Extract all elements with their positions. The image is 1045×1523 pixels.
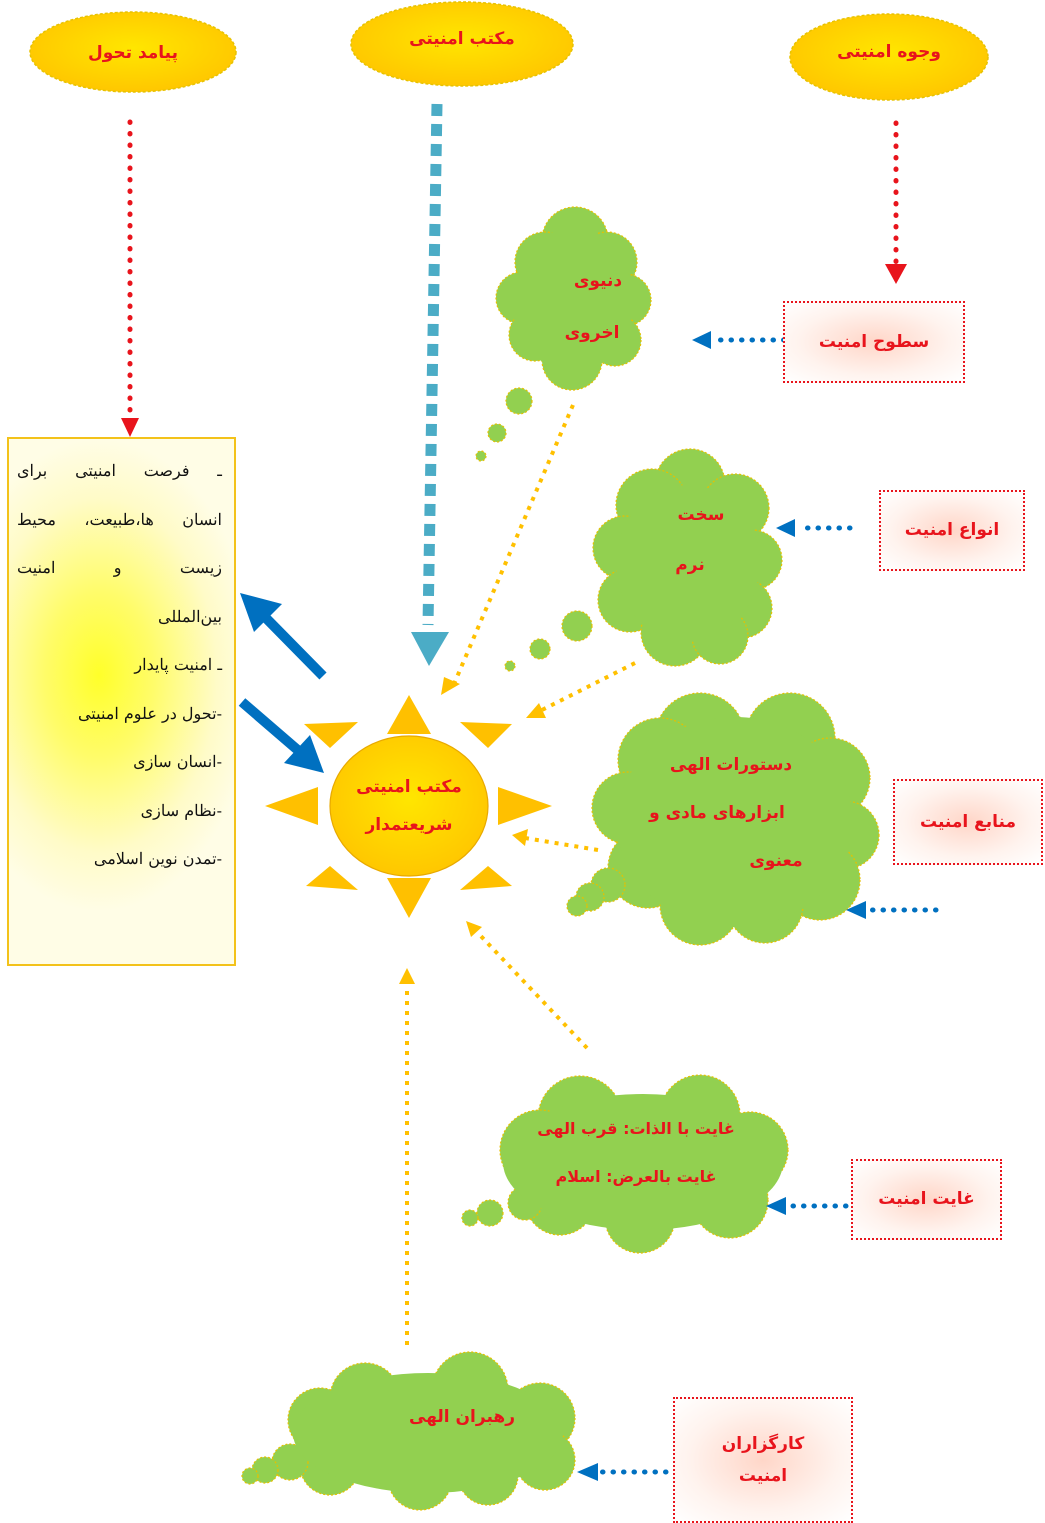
center-label-line2: شریعتمدار	[364, 815, 452, 835]
gold-arrowheads	[399, 677, 546, 984]
outcome-item-4: بین‌المللی	[158, 606, 222, 626]
connector-types	[539, 661, 636, 713]
box-security-levels-label: سطوح امنیت	[818, 331, 930, 352]
sun-center: مکتب امنیتی شریعتمدار	[265, 695, 552, 918]
gold-dotted-connectors	[405, 404, 636, 1345]
cloud-types-line1: سخت	[678, 505, 725, 525]
cloud-goal-line2: غایت بالعرض: اسلام	[555, 1167, 716, 1186]
cloud-goal: غایت با الذات: قرب الهی غایت بالعرض: اسل…	[461, 1074, 789, 1254]
outcome-item-7: -انسان سازی	[133, 752, 222, 771]
connector-levels	[452, 404, 575, 685]
outcome-item-8: -نظام سازی	[140, 800, 222, 820]
outcome-item-2: انسان ها،طبیعت، محیط	[17, 509, 222, 529]
box-security-agents-line2: امنیت	[738, 1466, 788, 1486]
center-label-line1: مکتب امنیتی	[356, 777, 462, 797]
blue-solid-arrows	[238, 593, 327, 773]
cloud-goal-line1: غایت با الذات: قرب الهی	[537, 1119, 735, 1138]
cloud-sources-line3: معنوی	[749, 851, 802, 871]
box-security-goal: غایت امنیت	[851, 1159, 1002, 1240]
box-security-levels: سطوح امنیت	[783, 301, 965, 383]
cloud-agents: رهبران الهی	[241, 1351, 576, 1511]
header-school-oval: مکتب امنیتی	[350, 1, 574, 87]
cloud-levels-line1: دنیوی	[574, 271, 623, 291]
box-security-types: انواع امنیت	[879, 490, 1025, 571]
header-school-label: مکتب امنیتی	[409, 29, 515, 49]
header-aspects-label: وجوه امنیتی	[837, 42, 941, 62]
header-outcome-oval: پیامد تحول	[29, 11, 237, 93]
outcome-down-arrow	[121, 119, 139, 437]
cloud-levels-line2: اخروی	[565, 323, 620, 343]
outcome-item-5: ـ امنیت پایدار	[134, 655, 222, 674]
header-aspects-oval: وجوه امنیتی	[789, 13, 989, 101]
connector-goal	[475, 930, 589, 1050]
box-security-agents: کارگزاران امنیت	[673, 1397, 853, 1523]
outcome-item-3: زیست و امنیت	[17, 558, 222, 577]
cloud-sources-line1: دستورات الهی	[670, 755, 793, 775]
school-down-arrow	[411, 103, 449, 666]
box-security-types-label: انواع امنیت	[904, 520, 1000, 541]
box-security-goal-label: غایت امنیت	[878, 1189, 975, 1210]
aspects-down-arrow	[885, 120, 907, 284]
cloud-types: سخت نرم	[504, 448, 783, 672]
box-security-sources: منابع امنیت	[893, 779, 1043, 865]
outcome-item-9: -تمدن نوین اسلامی	[93, 849, 222, 868]
cloud-agents-line1: رهبران الهی	[409, 1407, 515, 1427]
cloud-sources-line2: ابزارهای مادی و	[648, 803, 785, 823]
outcome-list-box: ـ فرصت امنیتی برای انسان ها،طبیعت، محیط …	[7, 437, 236, 966]
outcome-item-1: ـ فرصت امنیتی برای	[17, 461, 222, 480]
cloud-levels: دنیوی اخروی	[475, 206, 652, 462]
connector-sources	[524, 836, 599, 852]
blue-dotted-arrows	[577, 331, 939, 1481]
cloud-types-line2: نرم	[675, 555, 704, 575]
outcome-item-6: -تحول در علوم امنیتی	[77, 703, 222, 723]
header-outcome-label: پیامد تحول	[88, 43, 178, 63]
cloud-sources: دستورات الهی ابزارهای مادی و معنوی	[566, 692, 880, 946]
box-security-agents-line1: کارگزاران	[721, 1433, 805, 1454]
box-security-sources-label: منابع امنیت	[920, 811, 1016, 832]
